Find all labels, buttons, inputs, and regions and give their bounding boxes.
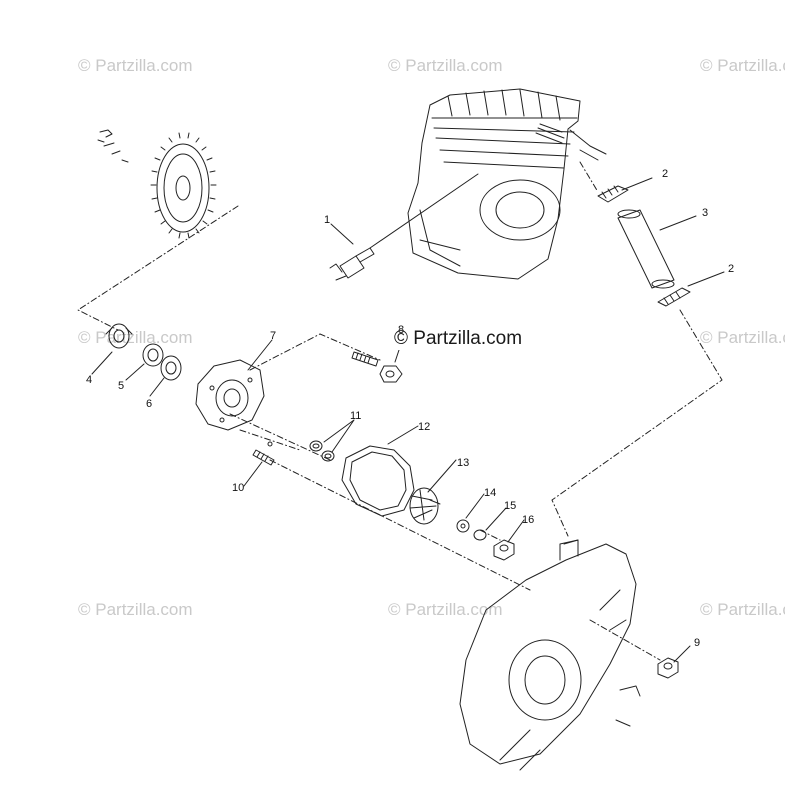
pump-gasket	[341, 445, 415, 517]
pump-stud-part	[252, 449, 275, 466]
crankcase-nut-part	[657, 657, 679, 679]
watermark: © Partzilla.com	[388, 56, 503, 75]
callout-15: 15	[504, 500, 517, 512]
impeller-part	[409, 487, 441, 525]
gear-part	[97, 129, 217, 239]
callout-leader-lines	[91, 177, 725, 663]
callout-7: 7	[270, 330, 277, 342]
callout-5: 5	[118, 380, 125, 392]
watermark: © Partzilla.com	[700, 56, 785, 75]
watermark: © Partzilla.com	[78, 600, 193, 619]
washer-14-part	[456, 519, 470, 533]
callout-16: 16	[522, 514, 535, 526]
lock-washer-part	[473, 529, 487, 541]
callout-10: 10	[232, 482, 245, 494]
callout-6: 6	[146, 398, 153, 410]
seal-part	[142, 343, 164, 367]
watermark: © Partzilla.com	[78, 56, 193, 75]
engine-cylinder	[407, 88, 607, 280]
washer-part	[309, 440, 335, 462]
callout-3: 3	[702, 207, 709, 219]
bearing-part	[105, 323, 133, 349]
hose-clamp-upper	[597, 185, 629, 203]
callout-12: 12	[418, 421, 431, 433]
callout-8: 8	[398, 324, 405, 336]
impeller-nut-part	[493, 539, 515, 561]
assembly-leader-lines	[77, 161, 723, 661]
flange-nut-part	[379, 365, 403, 383]
stud-bolt-part	[351, 351, 379, 367]
callout-11: 11	[350, 410, 362, 422]
coolant-hose-part	[617, 209, 675, 289]
watermark: © Partzilla.com	[700, 328, 785, 347]
temperature-sensor-part	[329, 173, 479, 281]
hose-clamp-lower	[657, 287, 691, 307]
callout-2: 2	[728, 263, 735, 275]
callout-2: 2	[662, 168, 669, 180]
callout-4: 4	[86, 374, 93, 386]
mechanical-seal-part	[160, 355, 182, 381]
water-pump-housing	[195, 359, 273, 447]
watermark: © Partzilla.com	[700, 600, 785, 619]
callout-9: 9	[694, 637, 701, 649]
brand-watermark: © Partzilla.com	[392, 328, 525, 350]
callout-14: 14	[484, 487, 497, 499]
watermark: © Partzilla.com	[388, 600, 503, 619]
callout-1: 1	[324, 214, 331, 226]
callout-13: 13	[457, 457, 470, 469]
crankcase-cover	[459, 539, 641, 771]
